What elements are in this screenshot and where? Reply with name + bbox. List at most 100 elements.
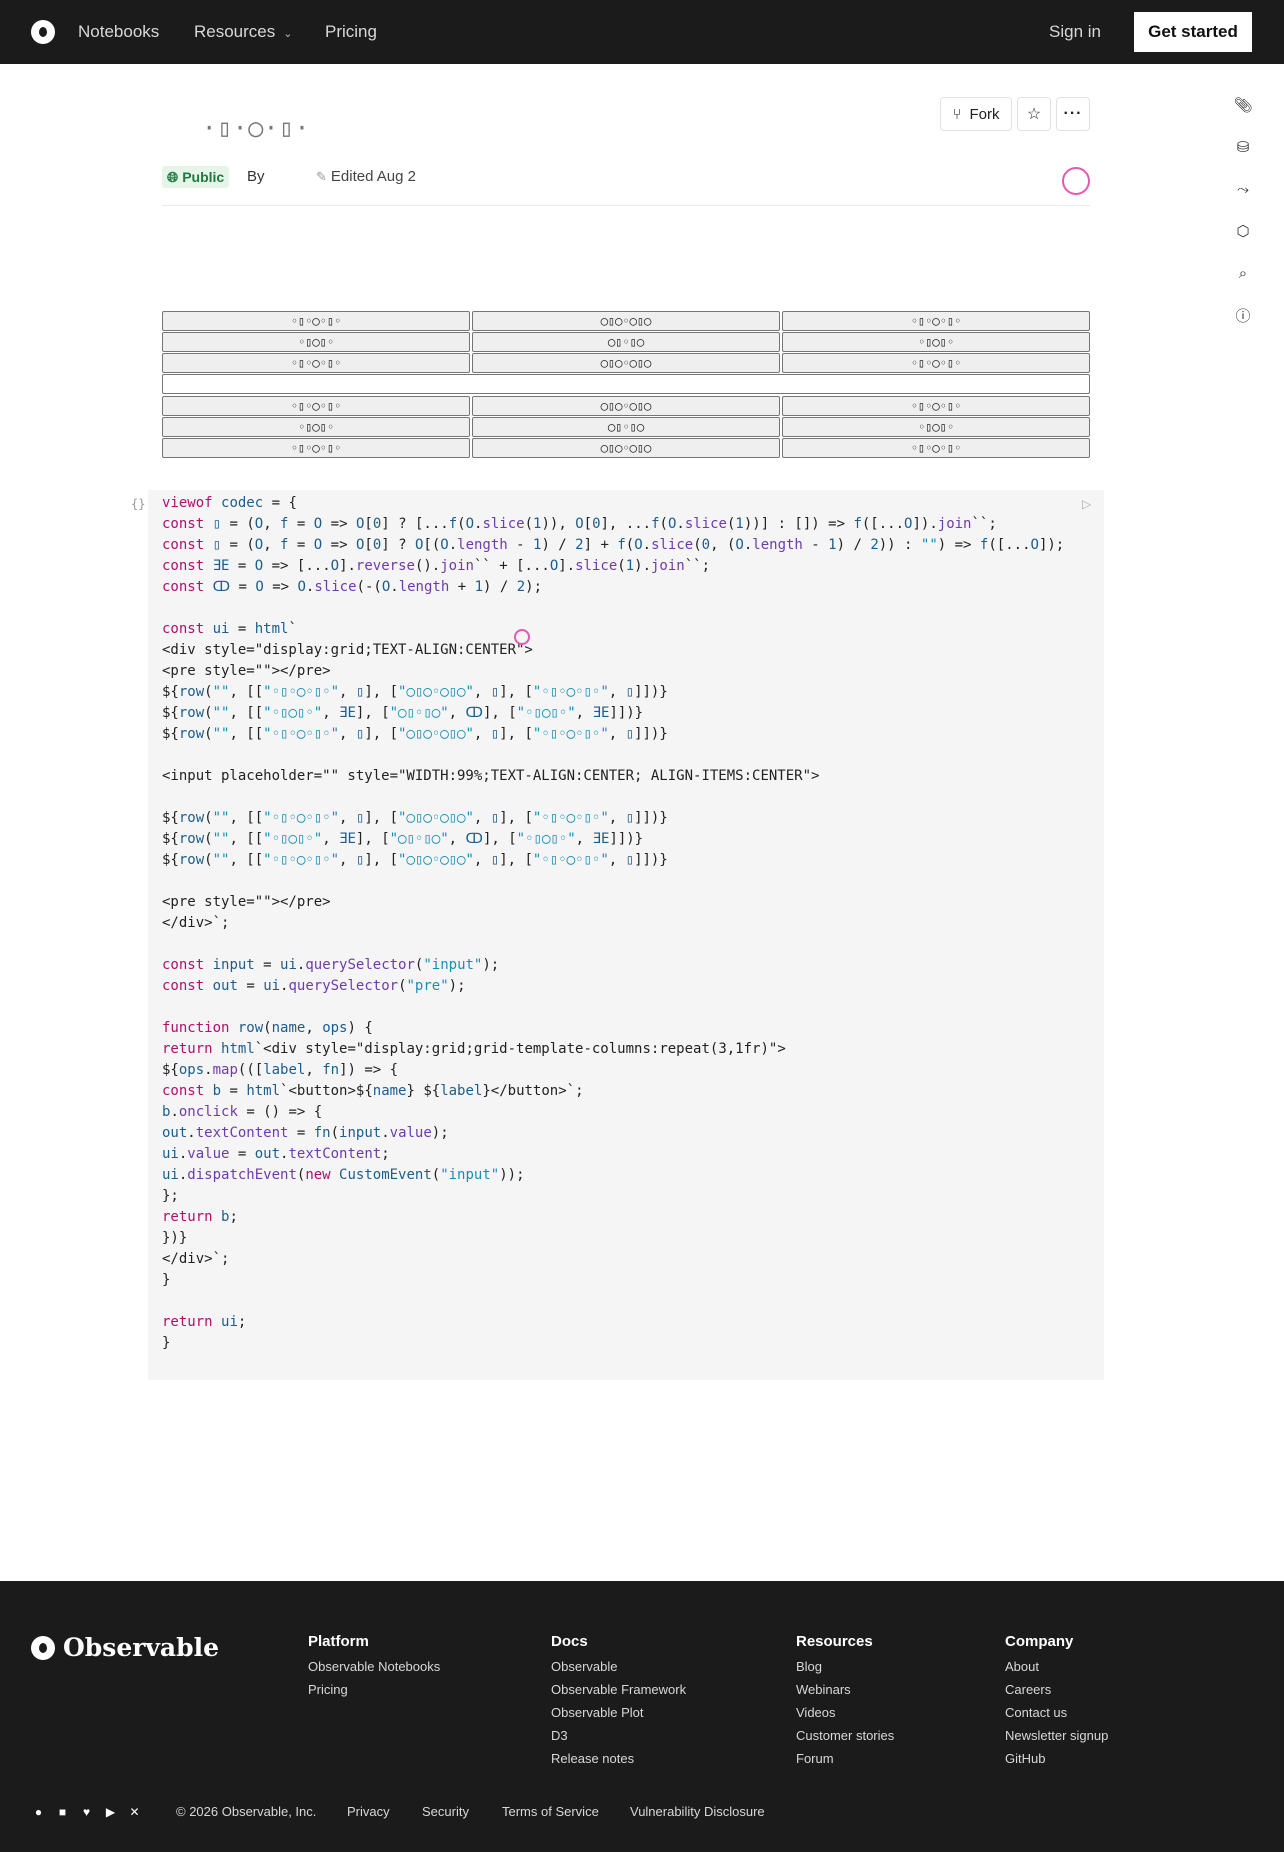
footer-legal-privacy[interactable]: Privacy: [347, 1804, 390, 1819]
pencil-icon: ✎: [316, 169, 327, 184]
attachment-icon[interactable]: 📎︎: [1233, 97, 1253, 114]
copyright: © 2026 Observable, Inc.: [176, 1804, 317, 1819]
codec-button[interactable]: ◦▯◯▯◦: [162, 332, 470, 352]
code-cell[interactable]: [148, 490, 1104, 1380]
connection-icon[interactable]: ⤳: [1236, 180, 1249, 198]
globe-icon: 🌐︎: [167, 168, 179, 185]
footer-legal-terms[interactable]: Terms of Service: [502, 1804, 599, 1819]
codec-button[interactable]: ◦▯◯▯◦: [782, 332, 1090, 352]
codec-button[interactable]: ◦▯◯▯◦: [782, 417, 1090, 437]
star-button[interactable]: ☆: [1017, 97, 1051, 131]
linkedin-icon[interactable]: ■: [58, 1805, 67, 1819]
codec-button[interactable]: ◦▯◦◯◦▯◦: [782, 311, 1090, 331]
footer-legal-vulnerability[interactable]: Vulnerability Disclosure: [630, 1804, 765, 1819]
avatar[interactable]: [1062, 167, 1090, 195]
nav-notebooks[interactable]: Notebooks: [78, 22, 160, 41]
codec-button[interactable]: ◯▯◯◦◯▯◯: [472, 311, 780, 331]
header-divider: [162, 205, 1090, 206]
codec-button[interactable]: ◦▯◦◯◦▯◦: [162, 396, 470, 416]
footer-logo[interactable]: Observable: [31, 1633, 219, 1662]
code-editor[interactable]: viewof codec = {const ▯ = (O, f = O => O…: [162, 495, 1065, 1351]
observable-logo-icon: [31, 1635, 55, 1660]
codec-widget: ◦▯◦◯◦▯◦ ◯▯◯◦◯▯◯ ◦▯◦◯◦▯◦ ◦▯◯▯◦ ◯▯◦▯◯ ◦▯◯▯…: [162, 311, 1090, 459]
footer-link[interactable]: Observable Framework: [551, 1682, 687, 1697]
codec-button[interactable]: ◦▯◦◯◦▯◦: [162, 311, 470, 331]
footer-link[interactable]: Careers: [1005, 1682, 1052, 1697]
button-row: ◦▯◦◯◦▯◦ ◯▯◯◦◯▯◯ ◦▯◦◯◦▯◦: [162, 311, 1090, 331]
chevron-down-icon: ⌄: [283, 28, 293, 40]
footer: Observable Platform Observable Notebooks…: [0, 1581, 1284, 1852]
get-started-button[interactable]: Get started: [1134, 12, 1252, 52]
github-icon[interactable]: ●: [34, 1805, 43, 1819]
codec-input[interactable]: [162, 374, 1090, 394]
footer-col-docs: Docs Observable Observable Framework Obs…: [551, 1633, 686, 1774]
footer-bottom-bar: ● ■ ♥ ▶ ✕ © 2026 Observable, Inc. Privac…: [31, 1802, 1284, 1822]
footer-link[interactable]: GitHub: [1005, 1751, 1046, 1766]
footer-col-company: Company About Careers Contact us Newslet…: [1005, 1633, 1108, 1774]
observable-logo-icon[interactable]: [31, 20, 55, 44]
footer-link[interactable]: Observable Notebooks: [308, 1659, 441, 1674]
footer-link[interactable]: Observable: [551, 1659, 618, 1674]
footer-col-title: Platform: [308, 1633, 369, 1650]
codec-button[interactable]: ◯▯◯◦◯▯◯: [472, 353, 780, 373]
help-icon[interactable]: ⓘ: [1235, 307, 1251, 325]
codec-button[interactable]: ◯▯◦▯◯: [472, 332, 780, 352]
more-button[interactable]: ···: [1056, 97, 1090, 131]
bluesky-icon[interactable]: ♥: [82, 1805, 91, 1819]
nav-resources[interactable]: Resources ⌄: [194, 22, 292, 42]
cell-braces-icon[interactable]: {}: [131, 497, 146, 511]
codec-button[interactable]: ◦▯◦◯◦▯◦: [782, 438, 1090, 458]
codec-button[interactable]: ◯▯◯◦◯▯◯: [472, 438, 780, 458]
edited-date[interactable]: ✎Edited Aug 2: [316, 168, 416, 185]
footer-link[interactable]: Webinars: [796, 1682, 851, 1697]
codec-button[interactable]: ◯▯◯◦◯▯◯: [472, 396, 780, 416]
fork-icon: ⑂: [952, 105, 962, 123]
public-badge[interactable]: 🌐︎Public: [162, 166, 230, 188]
fork-label: Fork: [969, 105, 1000, 123]
button-row: ◦▯◦◯◦▯◦ ◯▯◯◦◯▯◯ ◦▯◦◯◦▯◦: [162, 353, 1090, 373]
nav-pricing[interactable]: Pricing: [325, 22, 377, 41]
database-icon[interactable]: ⛁: [1236, 139, 1250, 156]
footer-link[interactable]: Blog: [796, 1659, 823, 1674]
more-icon: ···: [1063, 105, 1083, 122]
footer-brand: Observable: [63, 1633, 220, 1662]
button-row: ◦▯◦◯◦▯◦ ◯▯◯◦◯▯◯ ◦▯◦◯◦▯◦: [162, 396, 1090, 416]
footer-link[interactable]: Newsletter signup: [1005, 1728, 1109, 1743]
codec-button[interactable]: ◦▯◦◯◦▯◦: [782, 353, 1090, 373]
footer-link[interactable]: Release notes: [551, 1751, 635, 1766]
footer-col-title: Resources: [796, 1633, 873, 1650]
codec-button[interactable]: ◦▯◦◯◦▯◦: [162, 353, 470, 373]
author-label: By: [247, 168, 265, 185]
button-row: ◦▯◦◯◦▯◦ ◯▯◯◦◯▯◯ ◦▯◦◯◦▯◦: [162, 438, 1090, 458]
footer-link[interactable]: About: [1005, 1659, 1039, 1674]
nav-resources-label: Resources: [194, 22, 276, 41]
codec-button[interactable]: ◦▯◦◯◦▯◦: [162, 438, 470, 458]
run-cell-icon[interactable]: ▷: [1082, 497, 1092, 511]
footer-col-title: Docs: [551, 1633, 588, 1650]
codec-button[interactable]: ◦▯◦◯◦▯◦: [782, 396, 1090, 416]
footer-link[interactable]: Forum: [796, 1751, 834, 1766]
footer-link[interactable]: Contact us: [1005, 1705, 1068, 1720]
footer-col-platform: Platform Observable Notebooks Pricing: [308, 1633, 440, 1705]
footer-link[interactable]: D3: [551, 1728, 568, 1743]
fork-button[interactable]: ⑂ Fork: [940, 97, 1012, 131]
footer-legal-security[interactable]: Security: [422, 1804, 469, 1819]
codec-button[interactable]: ◯▯◦▯◯: [472, 417, 780, 437]
edited-label: Edited Aug 2: [330, 168, 416, 185]
codec-button[interactable]: ◦▯◯▯◦: [162, 417, 470, 437]
button-row: ◦▯◯▯◦ ◯▯◦▯◯ ◦▯◯▯◦: [162, 417, 1090, 437]
footer-link[interactable]: Observable Plot: [551, 1705, 644, 1720]
youtube-icon[interactable]: ▶: [105, 1805, 116, 1819]
footer-link[interactable]: Videos: [796, 1705, 836, 1720]
sign-in-link[interactable]: Sign in: [1049, 22, 1101, 41]
package-icon[interactable]: ⬡: [1236, 223, 1250, 240]
button-row: ◦▯◯▯◦ ◯▯◦▯◯ ◦▯◯▯◦: [162, 332, 1090, 352]
search-icon[interactable]: ⌕: [1238, 264, 1248, 282]
footer-col-resources: Resources Blog Webinars Videos Customer …: [796, 1633, 894, 1774]
top-nav: Notebooks Resources ⌄ Pricing Sign in Get…: [0, 0, 1284, 64]
footer-link[interactable]: Customer stories: [796, 1728, 895, 1743]
x-icon[interactable]: ✕: [129, 1805, 140, 1819]
star-icon: ☆: [1026, 106, 1042, 123]
notebook-title: ·▯·◯·▯·: [202, 114, 311, 142]
footer-link[interactable]: Pricing: [308, 1682, 348, 1697]
